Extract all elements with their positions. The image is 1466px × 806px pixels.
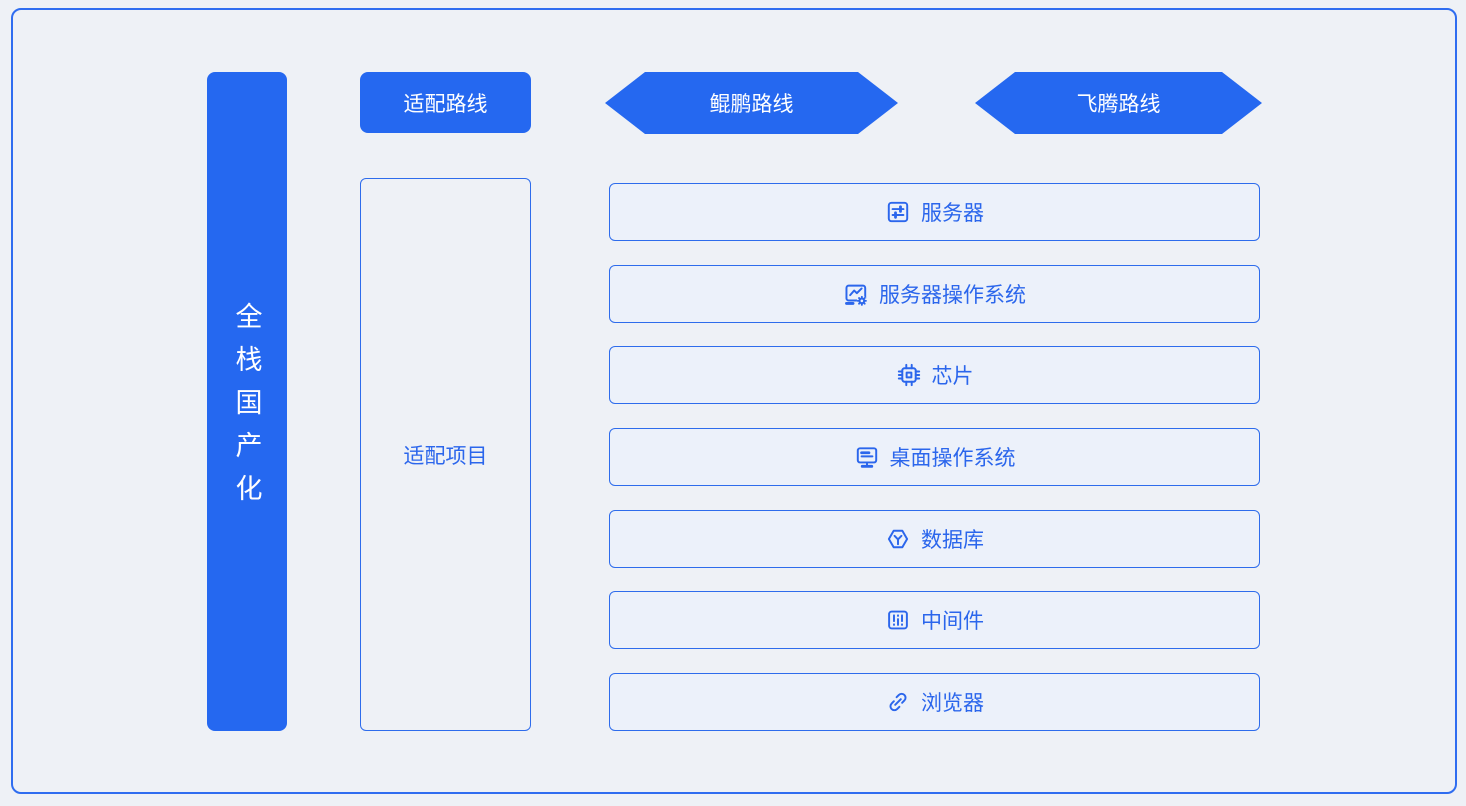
adaptation-project-text: 适配项目 <box>403 444 488 468</box>
item-row-server: 服务器 <box>609 183 1260 241</box>
adaptation-route-label: 适配路线 <box>360 72 531 133</box>
item-row-middleware: 中间件 <box>609 591 1260 650</box>
full-stack-localization-title: 全栈国产化 <box>231 302 262 517</box>
item-label: 芯片 <box>931 365 974 389</box>
adaptation-project-box: 适配项目 <box>360 178 531 731</box>
database-icon <box>887 529 909 548</box>
item-label: 桌面操作系统 <box>889 447 1016 471</box>
feiteng-route-text: 飞腾路线 <box>1076 93 1161 116</box>
item-label: 中间件 <box>921 610 984 634</box>
diagram-frame <box>11 8 1457 794</box>
adaptation-route-text: 适配路线 <box>403 92 488 116</box>
server-os-icon <box>845 284 867 306</box>
desktop-os-icon <box>856 447 877 468</box>
kunpeng-route-banner: 鲲鹏路线 <box>605 72 898 134</box>
feiteng-route-banner: 飞腾路线 <box>975 72 1262 134</box>
item-row-chip: 芯片 <box>609 346 1260 405</box>
chip-icon <box>897 364 920 387</box>
item-row-server-os: 服务器操作系统 <box>609 264 1260 323</box>
kunpeng-route-text: 鲲鹏路线 <box>709 93 794 116</box>
server-icon <box>887 201 909 223</box>
middleware-icon <box>888 611 908 630</box>
item-label: 数据库 <box>921 528 984 552</box>
adaptation-item-list: 服务器 服务器操作系统 <box>609 183 1260 732</box>
item-row-desktop-os: 桌面操作系统 <box>609 428 1260 487</box>
browser-link-icon <box>889 692 907 712</box>
item-label: 浏览器 <box>921 692 984 716</box>
item-row-browser: 浏览器 <box>609 673 1260 732</box>
item-label: 服务器 <box>921 202 984 225</box>
item-row-database: 数据库 <box>609 509 1260 568</box>
full-stack-localization-bar: 全栈国产化 <box>207 72 287 731</box>
item-label: 服务器操作系统 <box>879 283 1026 307</box>
